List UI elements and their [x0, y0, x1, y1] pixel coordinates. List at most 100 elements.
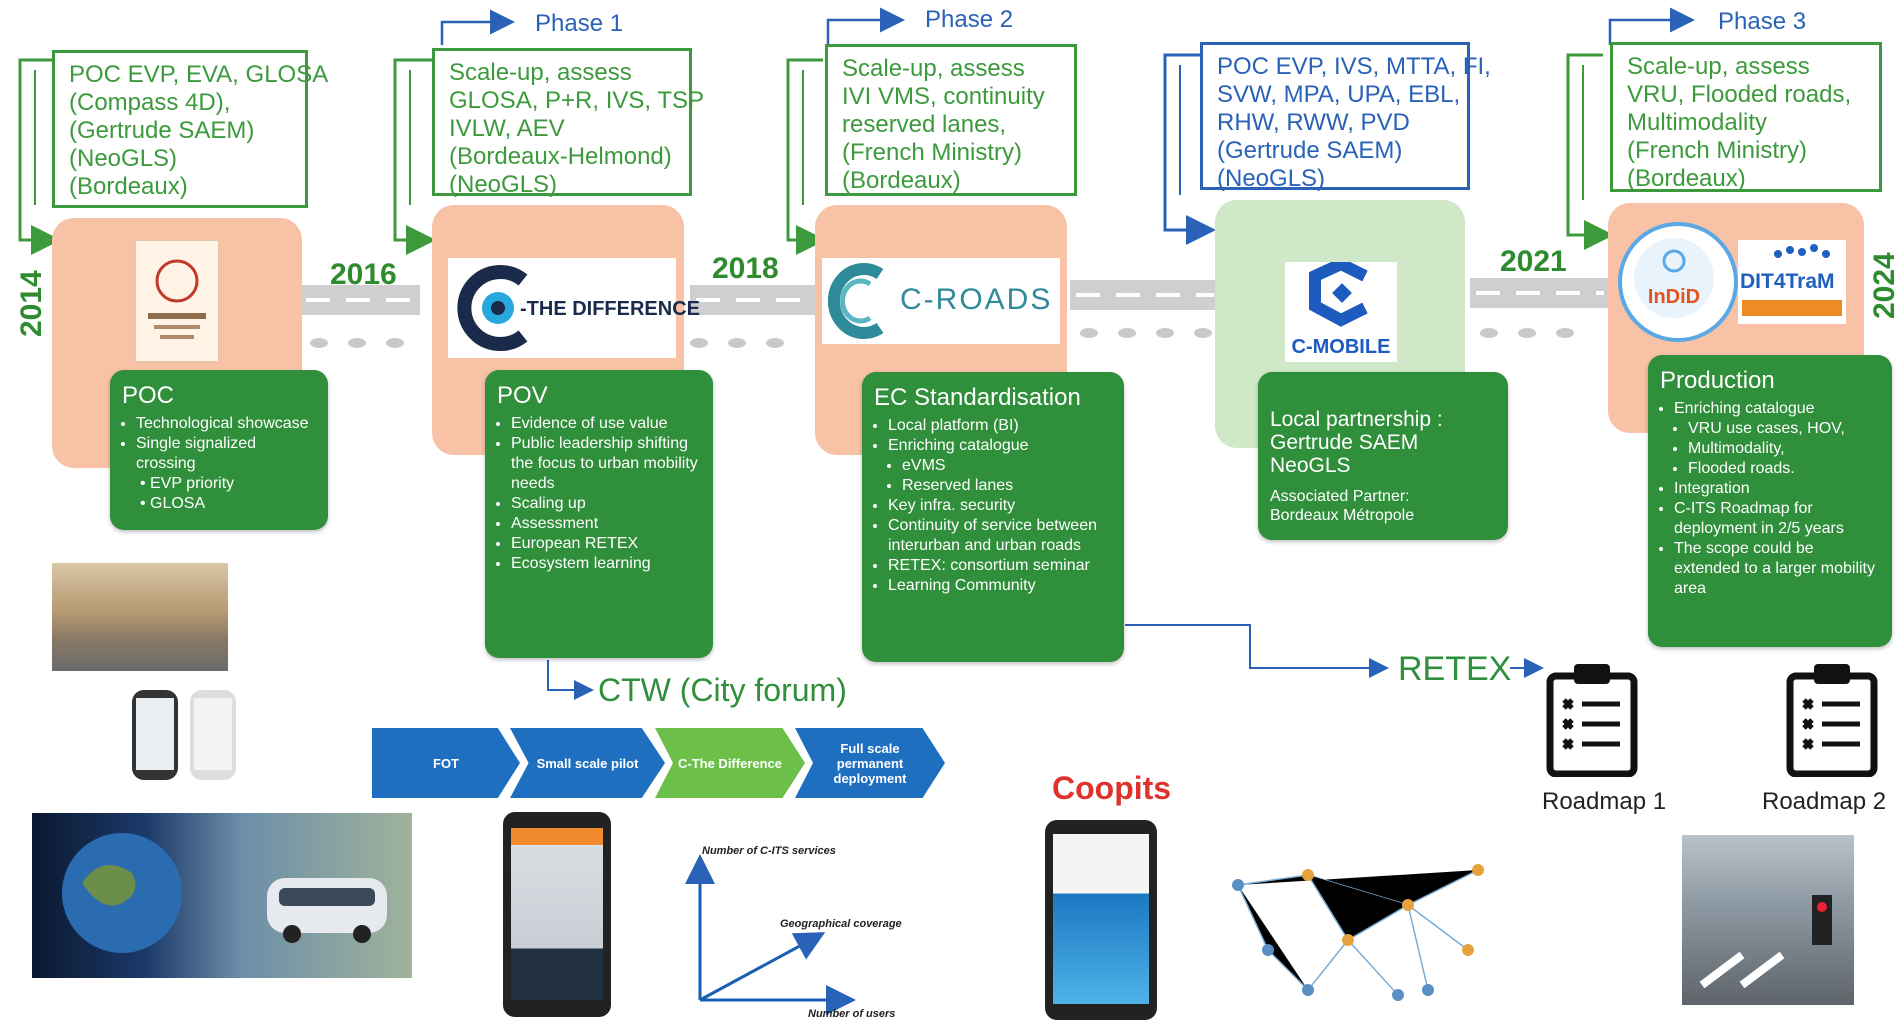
ec-title: EC Standardisation	[874, 384, 1081, 411]
top-box-line: RHW, RWW, PVD	[1217, 109, 1410, 136]
top-box-line: (Bordeaux)	[1627, 165, 1746, 192]
phone-screen	[136, 698, 174, 770]
top-box-line: SVW, MPA, UPA, EBL,	[1217, 81, 1461, 108]
top-box-line: (NeoGLS)	[1217, 165, 1326, 192]
c-mobile-icon	[1309, 262, 1368, 327]
phase-2-label: Phase 2	[925, 6, 1014, 33]
year-2024: 2024	[1868, 252, 1901, 319]
top-box-line: POC EVP, IVS, MTTA, FI,	[1217, 53, 1491, 80]
road-segment-1	[300, 285, 420, 315]
top-box-line: IVI VMS, continuity	[842, 83, 1045, 110]
top-box-line: (French Ministry)	[842, 139, 1023, 166]
dit4tram-text: DIT4TraM	[1740, 270, 1835, 293]
local-title-line: Gertrude SAEM	[1270, 431, 1419, 454]
top-box-line: reserved lanes,	[842, 111, 1007, 138]
pov-card: POV Evidence of use value Public leaders…	[485, 370, 713, 658]
chevron-c-the-difference: C-The Difference	[655, 728, 805, 798]
retex-label: RETEX	[1398, 650, 1512, 688]
ec-item: Continuity of service between interurban…	[888, 516, 1112, 556]
footprints-1	[310, 335, 424, 349]
footprints-4	[1480, 325, 1594, 339]
ec-item: Enriching catalogue	[888, 436, 1112, 456]
smartphone-app-mockup	[503, 812, 611, 1017]
top-box-line: VRU, Flooded roads,	[1627, 81, 1852, 108]
pov-item: Ecosystem learning	[511, 554, 701, 574]
top-box-line: (NeoGLS)	[69, 145, 178, 172]
assoc-line: Associated Partner:	[1270, 488, 1410, 505]
prod-subitem: Multimodality,	[1688, 439, 1880, 459]
top-box-line: IVLW, AEV	[449, 115, 565, 142]
c-roads-text: C-ROADS	[900, 283, 1053, 316]
earth-shuttle-photo	[32, 813, 412, 978]
road-segment-2	[690, 285, 820, 315]
poc-subitem: EVP priority	[150, 474, 316, 494]
ec-item: Learning Community	[888, 576, 1112, 596]
year-2018: 2018	[712, 252, 779, 285]
top-box-phase-1: Scale-up, assess GLOSA, P+R, IVS, TSP IV…	[432, 48, 704, 198]
top-box-line: Scale-up, assess	[842, 55, 1025, 82]
year-2021: 2021	[1500, 245, 1567, 278]
c-mobile-logo: C-MOBILE	[1285, 262, 1397, 362]
dit4tram-stripe	[1742, 300, 1842, 316]
c-roads-icon	[827, 263, 884, 339]
top-box-line: Scale-up, assess	[1627, 53, 1810, 80]
chevron-fot: FOT	[372, 728, 520, 798]
chart-label-users: Number of users	[808, 1008, 896, 1020]
c-roads-logo: C-ROADS	[822, 258, 1060, 344]
pov-item: European RETEX	[511, 534, 701, 554]
phone-screen	[511, 828, 603, 1000]
pov-item: Evidence of use value	[511, 414, 701, 434]
local-partnership-card: Local partnership : Gertrude SAEM NeoGLS…	[1258, 372, 1508, 540]
ec-item: RETEX: consortium seminar	[888, 556, 1112, 576]
top-box-phase-2: Scale-up, assess IVI VMS, continuity res…	[825, 44, 1077, 196]
top-box-line: (Compass 4D),	[69, 89, 231, 116]
roadmap-2-label: Roadmap 2	[1762, 788, 1887, 815]
phase-3-label: Phase 3	[1718, 8, 1807, 35]
top-box-line: (Gertrude SAEM)	[1217, 137, 1403, 164]
prod-item: Integration	[1674, 479, 1880, 499]
coopits-logo: Coopits	[1052, 770, 1172, 806]
congress-logo-icon	[148, 259, 206, 339]
poc-item: Technological showcase	[136, 414, 316, 434]
top-box-line: Scale-up, assess	[449, 59, 632, 86]
chevron-small-scale-pilot: Small scale pilot	[510, 728, 665, 798]
year-2016: 2016	[330, 258, 397, 291]
top-box-2014: POC EVP, EVA, GLOSA (Compass 4D), (Gertr…	[52, 50, 328, 208]
pov-item: Scaling up	[511, 494, 701, 514]
footprints-2	[690, 335, 804, 349]
pov-title: POV	[497, 382, 548, 409]
prod-item: C-ITS Roadmap for deployment in 2/5 year…	[1674, 499, 1880, 539]
cyclist-photo	[1682, 835, 1854, 1005]
c-eye-icon	[457, 265, 528, 351]
c-the-difference-logo: -THE DIFFERENCE	[448, 258, 700, 358]
ctw-label: CTW (City forum)	[598, 672, 847, 708]
autonomous-shuttle-icon	[267, 878, 387, 943]
clipboard-icon	[1786, 664, 1878, 777]
phone-screen	[1053, 834, 1149, 1004]
ec-item: Key infra. security	[888, 496, 1112, 516]
ec-subitem: Reserved lanes	[902, 476, 1112, 496]
phone-screen	[194, 698, 232, 770]
top-box-line: (Bordeaux)	[69, 173, 188, 200]
poc-card: POC Technological showcase Single signal…	[110, 370, 328, 530]
pov-item: Assessment	[511, 514, 701, 534]
clipboard-icon	[1546, 664, 1638, 777]
top-box-line: (French Ministry)	[1627, 137, 1808, 164]
top-box-line: (Bordeaux)	[842, 167, 961, 194]
top-box-line: (NeoGLS)	[449, 171, 558, 198]
top-box-line: (Bordeaux-Helmond)	[449, 143, 672, 170]
bike-lane-icon	[1699, 895, 1832, 989]
coopits-phone	[1045, 820, 1157, 1020]
top-box-line: GLOSA, P+R, IVS, TSP	[449, 87, 704, 114]
poc-subitem: GLOSA	[150, 494, 316, 514]
indid-badge-icon	[1634, 238, 1714, 318]
phone-mockup-2	[190, 690, 236, 780]
phone-mockup-1	[132, 690, 178, 780]
dit4tram-dots-icon	[1774, 244, 1830, 258]
indid-logo: InDiD	[1618, 222, 1738, 342]
top-box-phase-3: Scale-up, assess VRU, Flooded roads, Mul…	[1610, 42, 1882, 192]
dit4tram-logo: DIT4TraM	[1738, 240, 1846, 324]
c-mobile-text: C-MOBILE	[1291, 336, 1391, 358]
ec-subitem: eVMS	[902, 456, 1112, 476]
top-box-cmobile: POC EVP, IVS, MTTA, FI, SVW, MPA, UPA, E…	[1200, 42, 1491, 192]
